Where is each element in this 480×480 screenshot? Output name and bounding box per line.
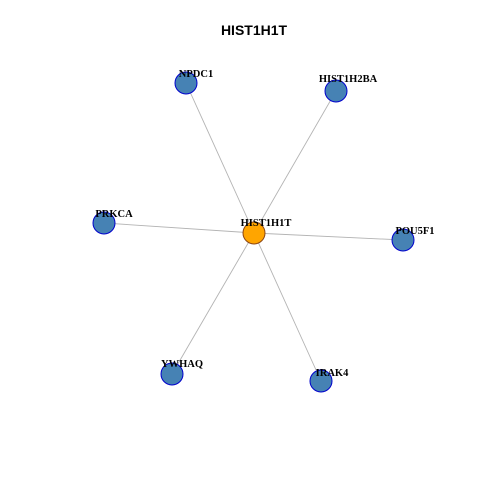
node-label-npdc1: NPDC1 (179, 69, 213, 80)
edge-hist1h1t-irak4 (253, 232, 322, 382)
node-irak4 (309, 369, 333, 393)
node-hist1h2ba (324, 79, 348, 103)
node-label-ywhaq: YWHAQ (161, 359, 203, 370)
node-label-hist1h1t: HIST1H1T (241, 218, 292, 229)
node-ywhaq (160, 362, 184, 386)
edge-hist1h1t-pou5f1 (253, 232, 404, 241)
node-label-irak4: IRAK4 (316, 368, 349, 379)
node-prkca (92, 211, 116, 235)
graph-title: HIST1H1T (221, 22, 288, 38)
node-label-hist1h2ba: HIST1H2BA (319, 74, 378, 85)
node-label-prkca: PRKCA (95, 209, 133, 220)
edge-hist1h1t-npdc1 (185, 82, 255, 234)
node-npdc1 (174, 71, 198, 95)
node-label-pou5f1: POU5F1 (395, 226, 434, 237)
nodes (92, 71, 415, 393)
edge-hist1h1t-prkca (103, 222, 255, 234)
edge-hist1h1t-ywhaq (171, 232, 255, 375)
edges (103, 82, 404, 382)
node-hist1h1t (242, 221, 266, 245)
node-pou5f1 (391, 228, 415, 252)
edge-hist1h1t-hist1h2ba (253, 90, 337, 234)
